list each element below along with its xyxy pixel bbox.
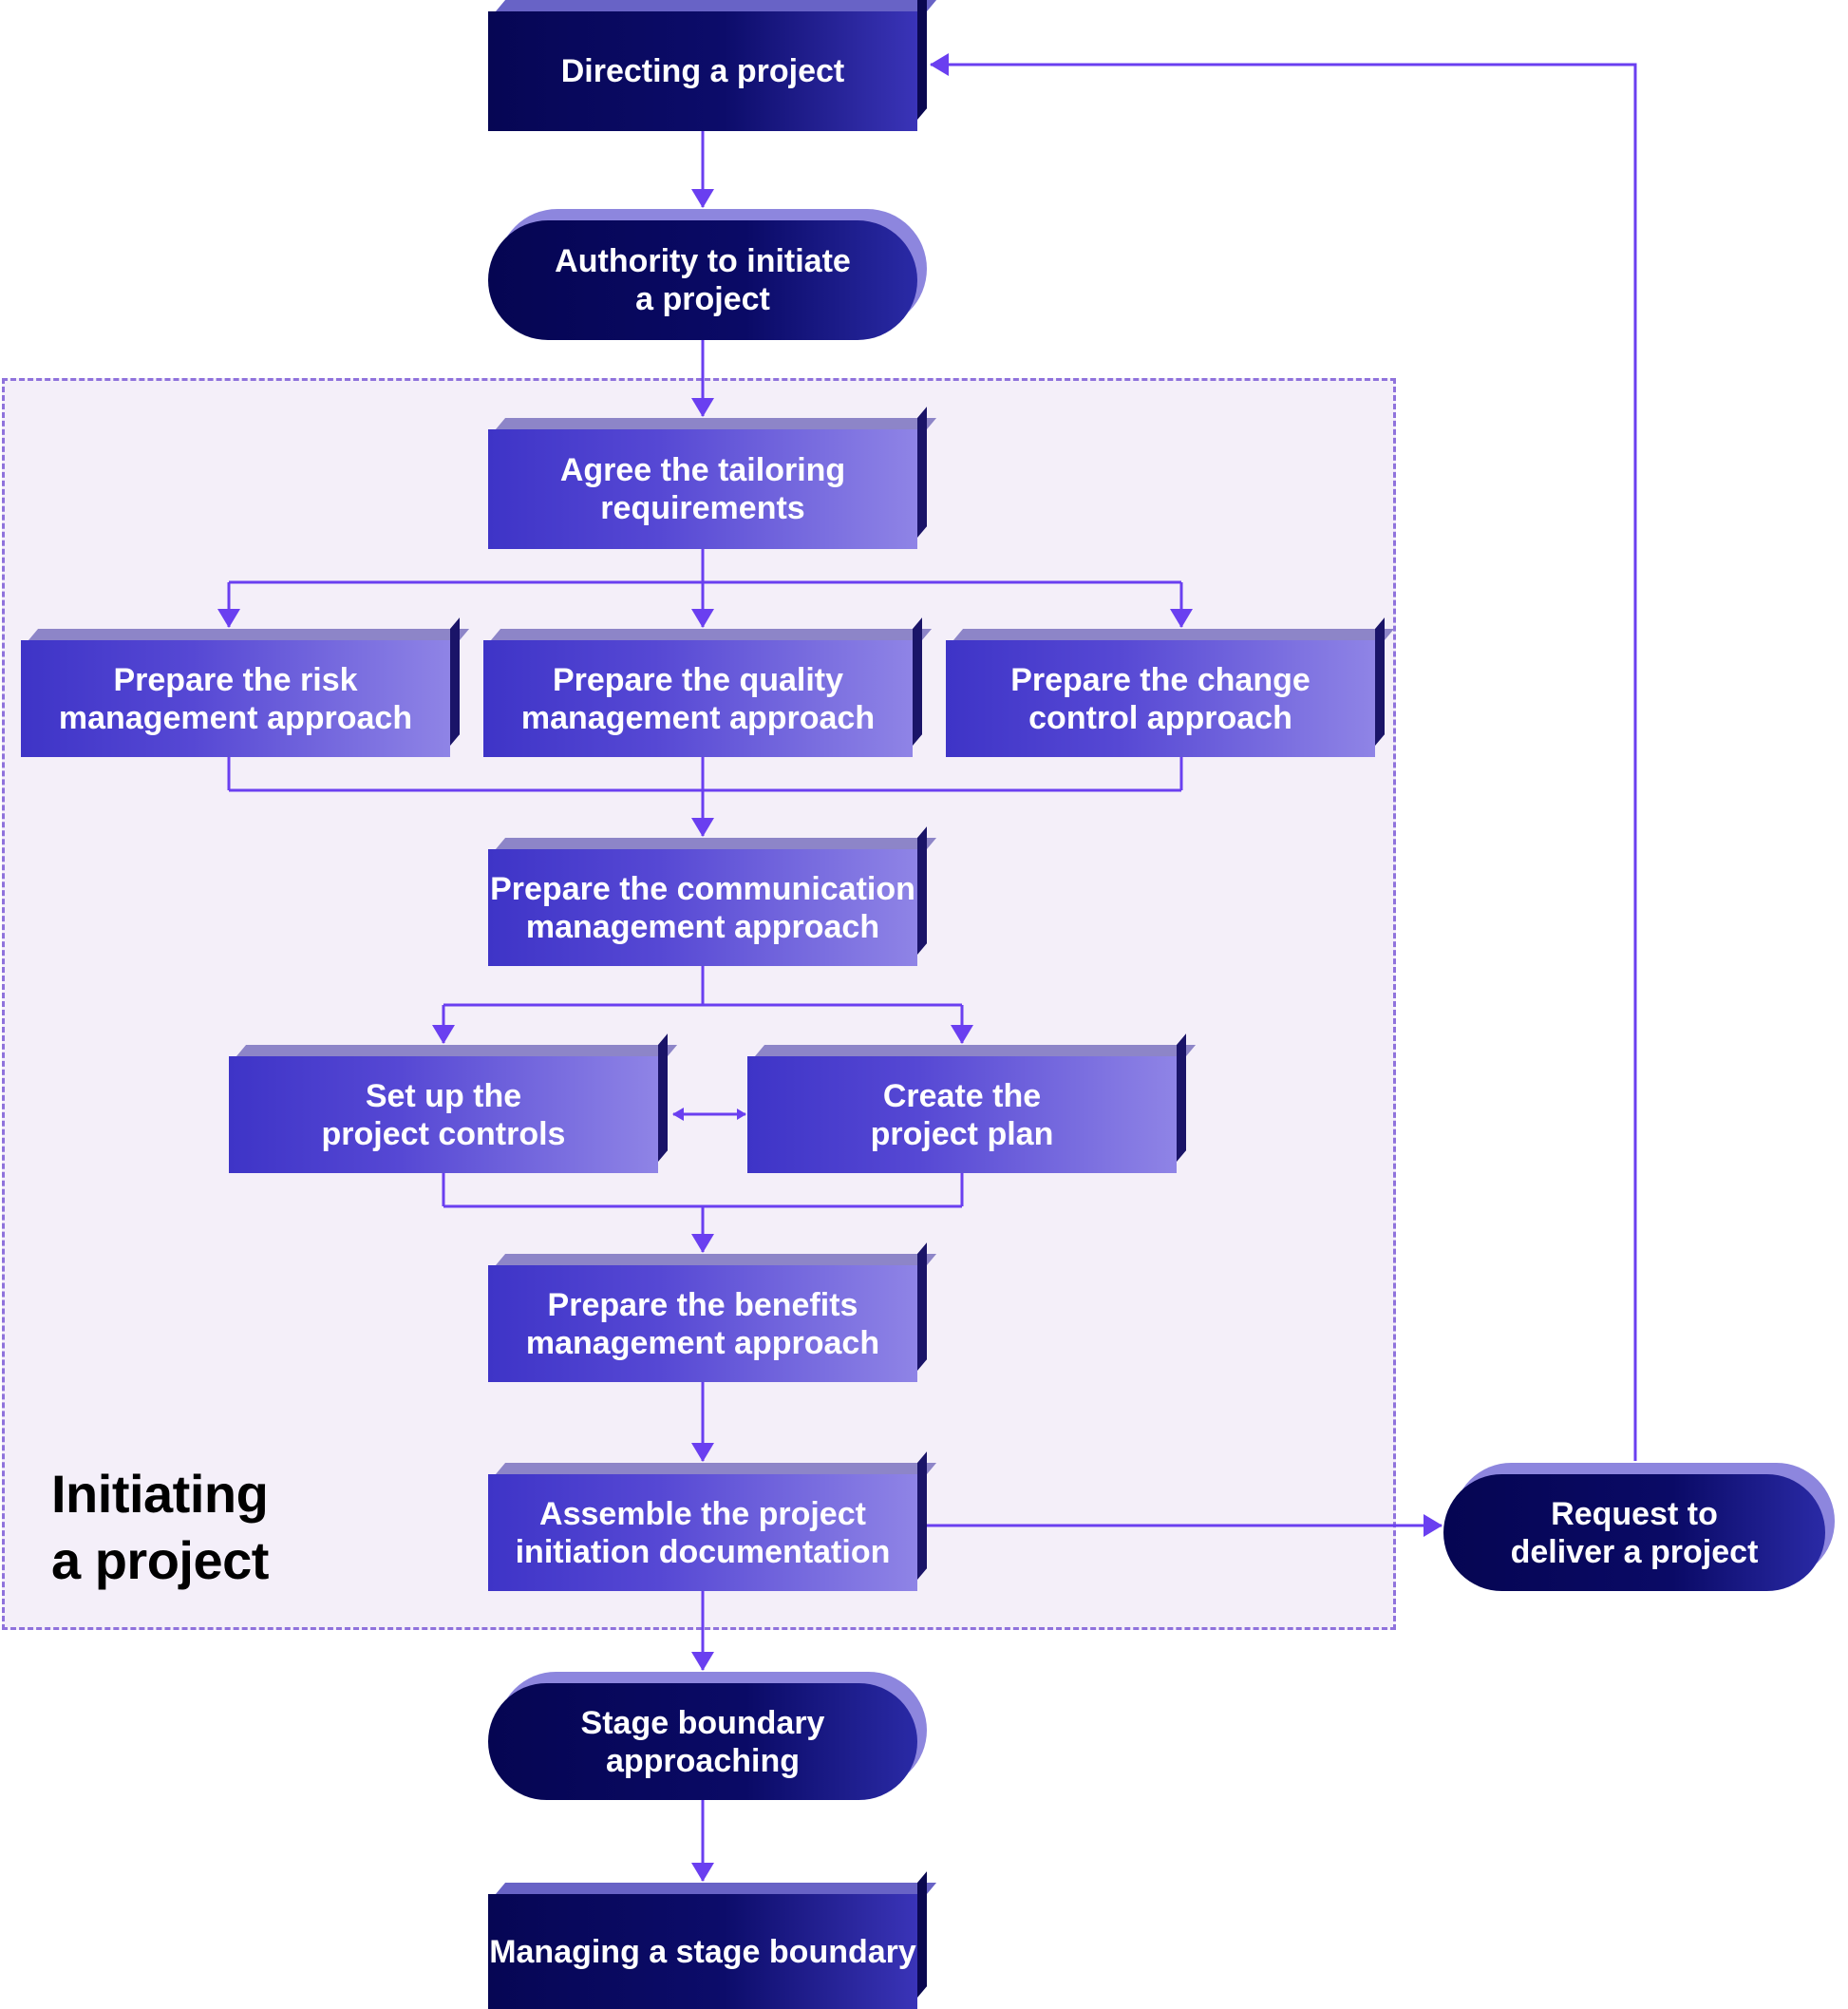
pid-line2: initiation documentation — [515, 1533, 891, 1570]
risk-box: Prepare the risk management approach — [21, 617, 470, 757]
stage-boundary-event: Stage boundary approaching — [488, 1672, 927, 1800]
change-line1: Prepare the change — [1010, 661, 1311, 698]
benefits-box: Prepare the benefits management approach — [488, 1242, 937, 1382]
tailoring-line2: requirements — [600, 490, 805, 526]
managing-stage-boundary-box: Managing a stage boundary — [488, 1871, 937, 2009]
boundary-label-line1: Initiating — [51, 1464, 269, 1524]
directing-line1: Directing a project — [560, 53, 845, 89]
directing-a-project-box: Directing a project — [488, 0, 937, 131]
request-to-deliver-event: Request to deliver a project — [1443, 1463, 1835, 1591]
request-line2: deliver a project — [1510, 1533, 1759, 1570]
request-line1: Request to — [1551, 1495, 1718, 1532]
managing-line1: Managing a stage boundary — [489, 1933, 916, 1970]
plan-line2: project plan — [870, 1115, 1054, 1152]
risk-line1: Prepare the risk — [113, 661, 358, 698]
change-line2: control approach — [1028, 699, 1292, 736]
quality-line1: Prepare the quality — [552, 661, 844, 698]
project-plan-box: Create the project plan — [747, 1033, 1197, 1173]
communication-box: Prepare the communication management app… — [488, 826, 937, 966]
authority-to-initiate-event: Authority to initiate a project — [488, 209, 927, 340]
quality-box: Prepare the quality management approach — [483, 617, 933, 757]
authority-line2: a project — [635, 281, 770, 317]
authority-line1: Authority to initiate — [555, 243, 851, 279]
project-controls-box: Set up the project controls — [229, 1033, 678, 1173]
risk-line2: management approach — [58, 699, 413, 736]
stage-line2: approaching — [605, 1742, 801, 1779]
boundary-label: Initiating a project — [51, 1461, 269, 1594]
communication-line1: Prepare the communication — [490, 870, 915, 907]
quality-line2: management approach — [520, 699, 876, 736]
arrow-request-directing — [930, 53, 1637, 1461]
benefits-line1: Prepare the benefits — [547, 1286, 858, 1323]
tailoring-box: Agree the tailoring requirements — [488, 407, 937, 549]
controls-line1: Set up the — [365, 1077, 522, 1114]
stage-line1: Stage boundary — [580, 1704, 825, 1741]
controls-line2: project controls — [321, 1115, 566, 1152]
tailoring-line1: Agree the tailoring — [559, 452, 846, 488]
benefits-line2: management approach — [525, 1324, 880, 1361]
boundary-label-line2: a project — [51, 1530, 269, 1590]
plan-line1: Create the — [882, 1077, 1042, 1114]
change-box: Prepare the change control approach — [946, 617, 1395, 757]
pid-line1: Assemble the project — [539, 1495, 866, 1532]
communication-line2: management approach — [525, 908, 880, 945]
pid-box: Assemble the project initiation document… — [488, 1451, 937, 1591]
